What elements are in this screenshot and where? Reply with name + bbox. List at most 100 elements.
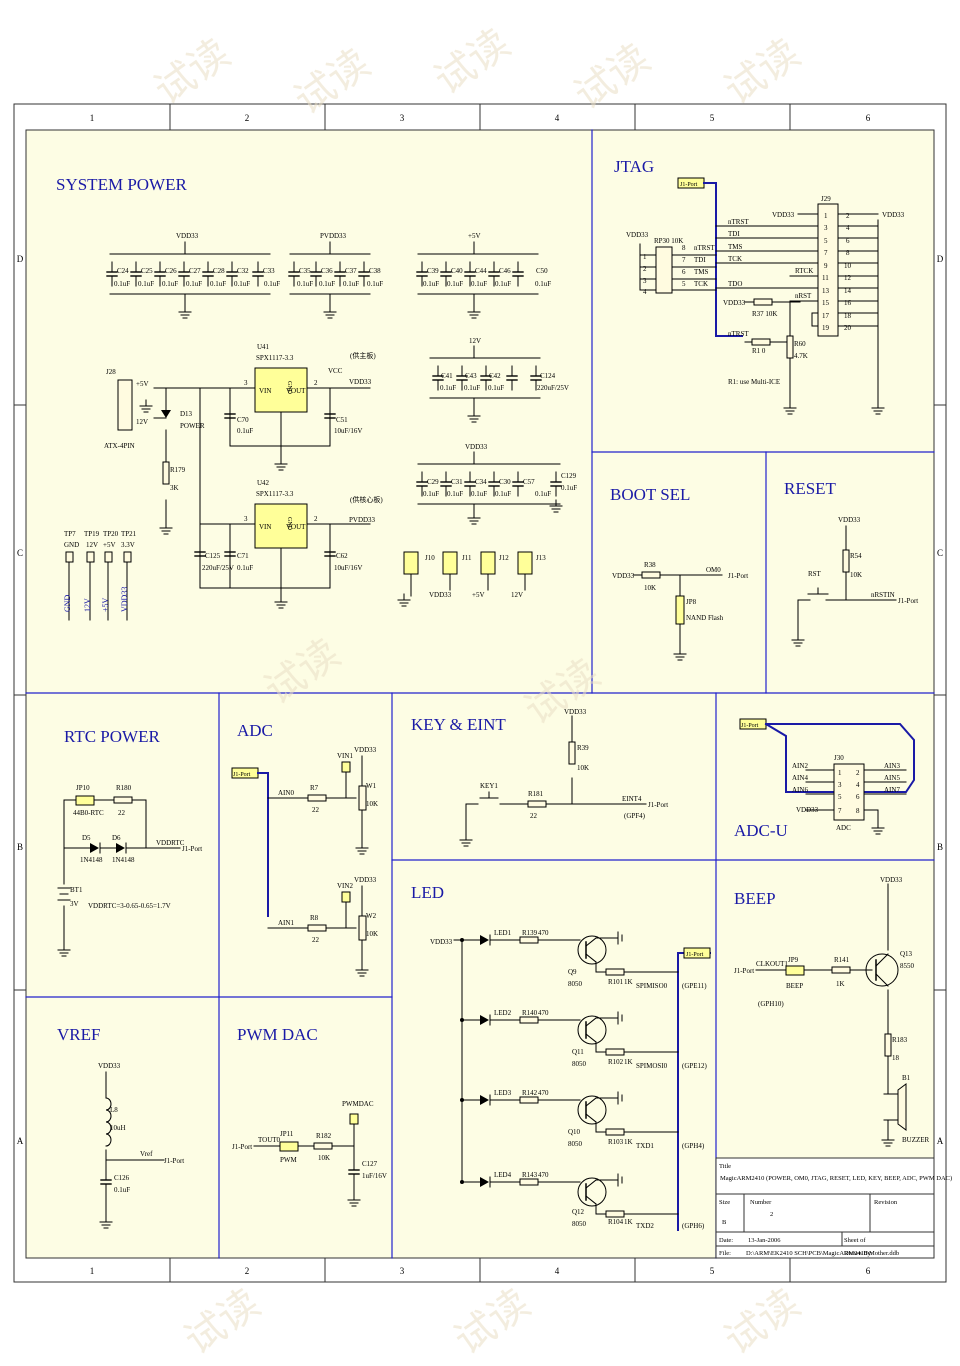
svg-text:1uF/16V: 1uF/16V: [362, 1172, 387, 1180]
svg-text:R8: R8: [310, 914, 319, 922]
svg-text:nTRST: nTRST: [694, 244, 715, 252]
svg-text:VDD33: VDD33: [465, 443, 488, 451]
svg-text:J1-Port: J1-Port: [233, 772, 251, 778]
svg-text:22: 22: [312, 936, 320, 944]
svg-text:C40: C40: [451, 267, 463, 275]
regulator-u41: [254, 367, 308, 413]
svg-text:VIN: VIN: [259, 387, 271, 395]
title-vref: VREF: [57, 1025, 100, 1044]
svg-text:SPX1117-3.3: SPX1117-3.3: [256, 490, 294, 498]
svg-text:6: 6: [846, 237, 850, 245]
svg-text:470: 470: [538, 1089, 549, 1097]
svg-text:J1-Port: J1-Port: [648, 801, 668, 809]
svg-text:R1 0: R1 0: [752, 347, 766, 355]
svg-text:Q10: Q10: [568, 1128, 581, 1136]
svg-text:TMS: TMS: [694, 268, 709, 276]
svg-text:R60: R60: [794, 340, 806, 348]
svg-text:J1-Port: J1-Port: [164, 1157, 184, 1165]
svg-text:TDO: TDO: [728, 280, 742, 288]
svg-text:R181: R181: [528, 790, 544, 798]
svg-text:12: 12: [844, 274, 852, 282]
svg-text:VDD33: VDD33: [723, 299, 746, 307]
svg-text:AIN3: AIN3: [884, 762, 900, 770]
svg-text:R140: R140: [522, 1009, 538, 1017]
svg-text:C70: C70: [237, 416, 249, 424]
svg-text:R37 10K: R37 10K: [752, 310, 777, 318]
svg-text:+5V: +5V: [136, 380, 149, 388]
svg-text:0.1uF: 0.1uF: [114, 1186, 130, 1194]
svg-text:ATX-4PIN: ATX-4PIN: [104, 442, 135, 450]
svg-text:20: 20: [844, 324, 852, 332]
svg-text:0.1uF: 0.1uF: [423, 280, 439, 288]
jtag-header-j29: [817, 203, 839, 337]
svg-text:AIN1: AIN1: [278, 919, 294, 927]
svg-text:BEEP: BEEP: [786, 982, 803, 990]
svg-text:0.1uF: 0.1uF: [264, 280, 280, 288]
svg-text:J28: J28: [106, 368, 116, 376]
svg-text:TOUT0: TOUT0: [258, 1136, 281, 1144]
svg-text:(GPH4): (GPH4): [682, 1142, 705, 1150]
section-titles: SYSTEM POWER JTAG BOOT SEL RESET RTC POW…: [56, 157, 837, 1044]
svg-text:2: 2: [643, 265, 647, 273]
svg-text:J1-Port: J1-Port: [734, 967, 754, 975]
svg-text:JP8: JP8: [686, 598, 697, 606]
svg-text:470: 470: [538, 929, 549, 937]
col-label: 2: [245, 1266, 250, 1276]
drawing-area: [25, 129, 935, 1259]
svg-text:VDD33: VDD33: [354, 746, 377, 754]
svg-text:0.1uF: 0.1uF: [319, 280, 335, 288]
svg-text:0.1uF: 0.1uF: [535, 490, 551, 498]
svg-text:6: 6: [682, 268, 686, 276]
row-label: A: [937, 1136, 944, 1146]
svg-text:J11: J11: [462, 554, 472, 562]
led-diode-icon: [480, 1015, 489, 1025]
title-boot-sel: BOOT SEL: [610, 485, 690, 504]
svg-text:VDD33: VDD33: [354, 876, 377, 884]
svg-text:Revision: Revision: [874, 1199, 898, 1206]
svg-text:RST: RST: [808, 570, 822, 578]
svg-text:0.1uF: 0.1uF: [440, 384, 456, 392]
row-label: C: [937, 548, 943, 558]
svg-text:L8: L8: [110, 1106, 118, 1114]
svg-text:220uF/25V: 220uF/25V: [537, 384, 569, 392]
svg-text:10K: 10K: [318, 1154, 330, 1162]
svg-text:10: 10: [844, 262, 852, 270]
svg-text:Number: Number: [750, 1199, 772, 1206]
svg-text:ADC: ADC: [836, 824, 851, 832]
col-label: 1: [90, 113, 95, 123]
svg-text:8: 8: [856, 807, 860, 815]
svg-text:R103: R103: [608, 1138, 624, 1146]
col-label: 2: [245, 113, 250, 123]
svg-text:R142: R142: [522, 1089, 538, 1097]
svg-text:9: 9: [824, 262, 828, 270]
svg-text:SPIMISO0: SPIMISO0: [636, 982, 668, 990]
svg-text:C33: C33: [263, 267, 275, 275]
transistor-icon: [577, 1095, 607, 1125]
svg-text:TP7: TP7: [64, 530, 76, 538]
svg-text:44B0-RTC: 44B0-RTC: [73, 809, 104, 817]
col-label: 3: [400, 1266, 405, 1276]
svg-text:GND: GND: [64, 541, 79, 549]
svg-text:18: 18: [892, 1054, 900, 1062]
svg-text:6: 6: [856, 793, 860, 801]
svg-text:R179: R179: [170, 466, 186, 474]
svg-text:VDD33: VDD33: [772, 211, 795, 219]
led-diode-icon: [480, 1177, 489, 1187]
svg-text:10K: 10K: [366, 930, 378, 938]
col-label: 6: [866, 1266, 871, 1276]
svg-text:File:: File:: [719, 1250, 731, 1257]
svg-text:1N4148: 1N4148: [112, 856, 135, 864]
svg-text:TP20: TP20: [103, 530, 119, 538]
svg-text:14: 14: [844, 287, 852, 295]
svg-text:J30: J30: [834, 754, 844, 762]
transistor-icon: [577, 1015, 607, 1045]
svg-text:0.1uF: 0.1uF: [495, 280, 511, 288]
svg-text:JP11: JP11: [280, 1130, 294, 1138]
svg-text:0.1uF: 0.1uF: [237, 427, 253, 435]
svg-text:R182: R182: [316, 1132, 332, 1140]
svg-text:BUZZER: BUZZER: [902, 1136, 930, 1144]
svg-text:VDD33: VDD33: [429, 591, 452, 599]
svg-text:VDD33: VDD33: [349, 378, 372, 386]
